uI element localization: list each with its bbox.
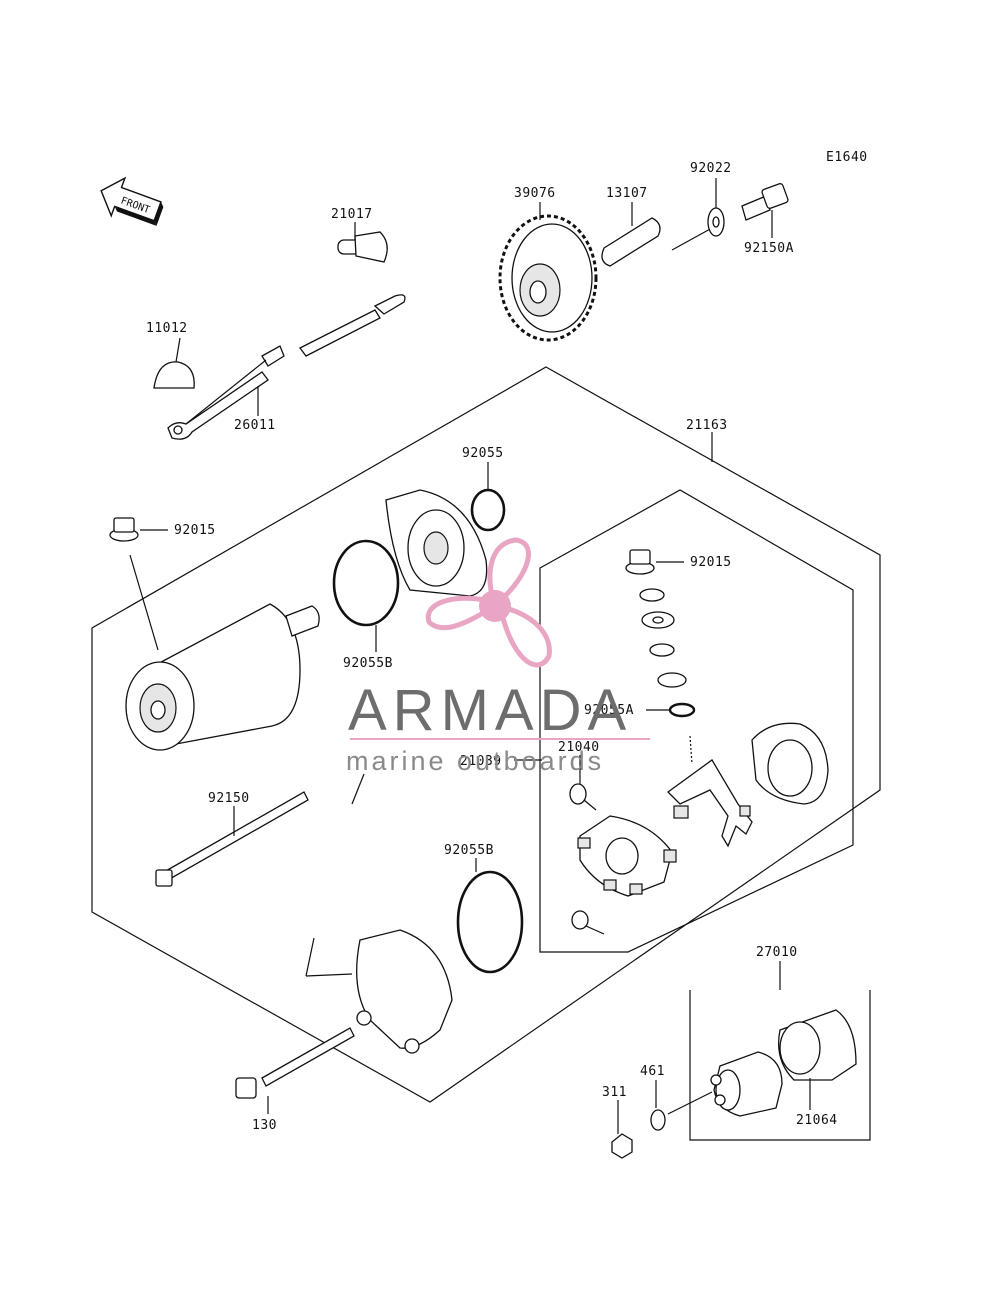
washer-stack bbox=[639, 588, 687, 688]
nut-311 bbox=[611, 1133, 633, 1159]
label-21040: 21040 bbox=[558, 740, 600, 755]
axis-line bbox=[671, 227, 713, 251]
solenoid-cover-21064 bbox=[777, 1009, 857, 1081]
label-39076: 39076 bbox=[514, 186, 556, 201]
brush-lead bbox=[667, 735, 753, 848]
rear-cover bbox=[305, 929, 453, 1054]
label-26011: 26011 bbox=[234, 418, 276, 433]
label-21017: 21017 bbox=[331, 207, 373, 222]
label-21163: 21163 bbox=[686, 418, 728, 433]
armada-watermark: ARMADA marine outboards bbox=[346, 537, 650, 776]
leader-nut-motor bbox=[129, 554, 159, 651]
motor-yoke bbox=[125, 603, 320, 751]
label-92015-left: 92015 bbox=[174, 523, 216, 538]
shaft-13107 bbox=[601, 217, 661, 267]
label-11012: 11012 bbox=[146, 321, 188, 336]
gear-39076 bbox=[498, 214, 598, 342]
label-92055B-top: 92055B bbox=[343, 656, 393, 671]
washer-461 bbox=[650, 1109, 666, 1131]
label-27010: 27010 bbox=[756, 945, 798, 960]
label-311: 311 bbox=[602, 1085, 627, 1100]
label-92055A: 92055A bbox=[584, 703, 634, 718]
diagram-code: E1640 bbox=[826, 150, 868, 165]
assembly-outline-21039 bbox=[539, 489, 854, 953]
bolt-130 bbox=[235, 1027, 355, 1099]
cap-21017 bbox=[337, 231, 388, 263]
boot-11012 bbox=[153, 361, 195, 389]
brush-spring-lower bbox=[571, 910, 605, 935]
watermark-subtitle: marine outboards bbox=[346, 746, 604, 776]
nut-92015-left bbox=[109, 517, 139, 542]
oring-92055 bbox=[470, 488, 506, 532]
label-92055B-bottom: 92055B bbox=[444, 843, 494, 858]
assembly-outline-27010 bbox=[689, 990, 871, 1141]
label-13107: 13107 bbox=[606, 186, 648, 201]
propeller-logo-icon bbox=[425, 537, 552, 668]
watermark-rule bbox=[350, 738, 650, 740]
axis-line-461 bbox=[667, 1091, 713, 1115]
cable-26011 bbox=[167, 345, 285, 440]
front-cover bbox=[385, 489, 488, 597]
watermark-title: ARMADA bbox=[348, 678, 632, 743]
oring-92055B-bottom bbox=[456, 870, 524, 974]
label-92150A: 92150A bbox=[744, 241, 794, 256]
assembly-outline-21163 bbox=[91, 366, 881, 1103]
solenoid-27010 bbox=[710, 1051, 783, 1117]
through-bolt-92150 bbox=[155, 791, 309, 887]
brush-holder-21039 bbox=[577, 815, 677, 897]
label-21064: 21064 bbox=[796, 1113, 838, 1128]
label-92150: 92150 bbox=[208, 791, 250, 806]
yoke-ring bbox=[751, 722, 829, 805]
label-21039: 21039 bbox=[460, 754, 502, 769]
label-92022: 92022 bbox=[690, 161, 732, 176]
nut-92015-right bbox=[625, 549, 655, 575]
label-92055: 92055 bbox=[462, 446, 504, 461]
brush-spring-21040 bbox=[569, 783, 597, 811]
label-461: 461 bbox=[640, 1064, 665, 1079]
front-arrow-icon: FRONT bbox=[100, 176, 164, 226]
axis-line-2 bbox=[351, 773, 365, 805]
bolt-92150A bbox=[741, 183, 789, 221]
oring-92055A bbox=[668, 702, 696, 718]
label-130: 130 bbox=[252, 1118, 277, 1133]
leader-11012 bbox=[175, 337, 181, 363]
label-92015-right: 92015 bbox=[690, 555, 732, 570]
wire-lead bbox=[299, 294, 406, 357]
oring-92055B-top bbox=[332, 539, 400, 627]
washer-92022 bbox=[707, 207, 725, 237]
